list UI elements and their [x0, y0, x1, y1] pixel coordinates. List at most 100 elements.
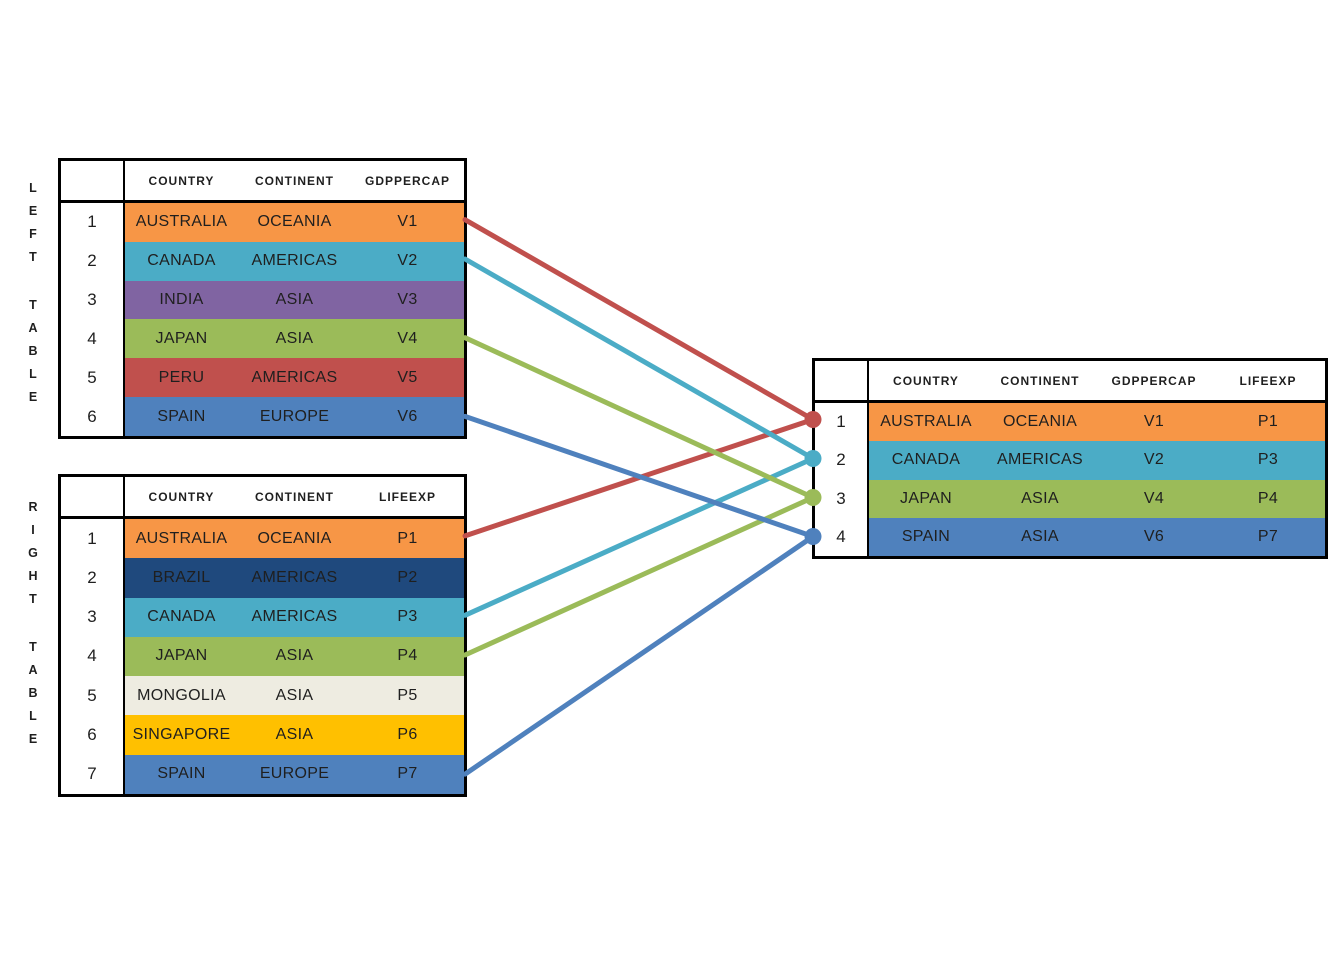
- table-cell: SPAIN: [157, 407, 206, 425]
- table-cell: P4: [1257, 489, 1279, 507]
- row-number-spacer: [815, 361, 869, 400]
- vertical-label-letter: L: [29, 181, 37, 195]
- column-header: COUNTRY: [148, 173, 215, 188]
- column-header: CONTINENT: [255, 173, 334, 188]
- row-number: 7: [61, 754, 125, 794]
- vertical-label-letter: E: [28, 204, 38, 218]
- row-number: 1: [815, 403, 869, 442]
- vertical-label-letter: T: [29, 298, 37, 312]
- connection-line-from-left: [462, 256, 816, 461]
- vertical-label-letter: I: [31, 523, 35, 537]
- connection-line-from-left: [462, 217, 816, 422]
- table-cell: CANADA: [891, 451, 961, 469]
- row-number: 2: [61, 558, 125, 598]
- column-header: COUNTRY: [893, 373, 959, 388]
- table-cell: PERU: [158, 368, 205, 386]
- table-cell: AMERICAS: [251, 568, 338, 586]
- table-cell: AMERICAS: [997, 451, 1083, 469]
- table-cell: AUSTRALIA: [135, 213, 228, 231]
- table-cell: JAPAN: [155, 329, 208, 347]
- table-cell: ASIA: [275, 291, 314, 309]
- table-cell: AMERICAS: [251, 368, 338, 386]
- table-cell: P4: [397, 647, 418, 665]
- table-cell: ASIA: [275, 329, 314, 347]
- table-cell: AUSTRALIA: [135, 529, 228, 547]
- row-number: 3: [815, 479, 869, 518]
- table-cell: V1: [1143, 413, 1165, 431]
- table-row: 4 JAPAN ASIA V4: [61, 319, 464, 359]
- vertical-label-letter: T: [29, 592, 37, 606]
- vertical-label-letter: B: [28, 344, 38, 358]
- table-cell: V5: [397, 368, 418, 386]
- table-cell: OCEANIA: [1002, 413, 1078, 431]
- row-number: 4: [61, 636, 125, 677]
- table-cell: P3: [397, 608, 418, 626]
- column-header: LIFEEXP: [1239, 373, 1297, 388]
- vertical-label-letter: T: [29, 250, 37, 264]
- table-cell: SPAIN: [157, 765, 206, 783]
- row-cells: SINGAPORE ASIA P6: [125, 715, 464, 755]
- connection-line-from-right: [462, 534, 816, 777]
- table-cell: ASIA: [275, 647, 314, 665]
- vertical-label-letter: B: [28, 686, 38, 700]
- row-number: 3: [61, 280, 125, 320]
- table-cell: CANADA: [147, 252, 216, 270]
- table-cell: ASIA: [1021, 527, 1059, 545]
- table-cell: P1: [1257, 413, 1279, 431]
- vertical-label-letter: L: [29, 367, 37, 381]
- table-cell: V4: [397, 329, 418, 347]
- vertical-label-letter: R: [28, 500, 38, 514]
- vertical-label-letter: E: [28, 732, 38, 746]
- connection-line-from-left: [462, 335, 816, 500]
- table-cell: ASIA: [275, 726, 314, 744]
- row-number: 2: [815, 441, 869, 480]
- vertical-label-letter: H: [28, 569, 38, 583]
- vertical-label-letter: G: [28, 546, 38, 560]
- table-cell: SINGAPORE: [132, 726, 231, 744]
- row-number-spacer: [61, 161, 125, 200]
- row-number: 4: [61, 319, 125, 359]
- table-cell: V6: [397, 407, 418, 425]
- table-cell: V2: [397, 252, 418, 270]
- table-cell: P1: [397, 529, 418, 547]
- table-cell: P5: [397, 686, 418, 704]
- table-cell: P2: [397, 568, 418, 586]
- vertical-label-letter: L: [29, 709, 37, 723]
- vertical-label-letter: A: [28, 663, 38, 677]
- table-cell: P6: [397, 726, 418, 744]
- table-cell: EUROPE: [259, 407, 330, 425]
- table-row: 2 BRAZIL AMERICAS P2: [61, 558, 464, 598]
- table-cell: BRAZIL: [152, 568, 211, 586]
- row-cells: BRAZIL AMERICAS P2: [125, 558, 464, 598]
- row-number: 1: [61, 203, 125, 242]
- row-number: 3: [61, 597, 125, 637]
- table-cell: V6: [1143, 527, 1165, 545]
- connection-line-from-right: [462, 456, 816, 618]
